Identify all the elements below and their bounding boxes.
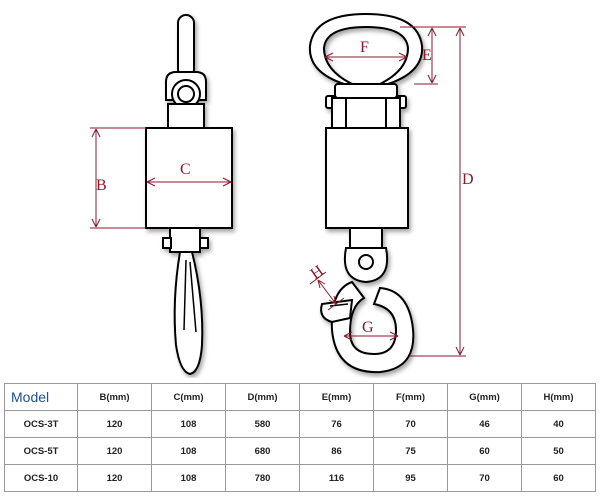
cell-d: 680 (225, 437, 300, 465)
cell-e: 116 (299, 464, 374, 492)
cell-f: 95 (373, 464, 448, 492)
cell-e: 86 (299, 437, 374, 465)
table-row: OCS-10 120 108 780 116 95 70 60 (4, 464, 596, 492)
label-e: E (422, 47, 432, 64)
cell-f: 70 (373, 410, 448, 438)
header-d: D(mm) (225, 383, 300, 411)
side-view (308, 12, 424, 374)
table-row: OCS-3T 120 108 580 76 70 46 40 (4, 410, 596, 438)
cell-g: 46 (447, 410, 522, 438)
dim-d (400, 26, 466, 357)
header-b: B(mm) (77, 383, 152, 411)
cell-model: OCS-5T (4, 437, 78, 465)
label-d: D (462, 171, 474, 188)
cell-g: 70 (447, 464, 522, 492)
header-h: H(mm) (521, 383, 596, 411)
front-lower-link (169, 227, 201, 253)
table-header-row: Model B(mm) C(mm) D(mm) E(mm) F(mm) G(mm… (4, 383, 596, 411)
cell-model: OCS-3T (4, 410, 78, 438)
cell-c: 108 (151, 437, 226, 465)
spec-table: Model B(mm) C(mm) D(mm) E(mm) F(mm) G(mm… (4, 383, 596, 492)
cell-g: 60 (447, 437, 522, 465)
label-c: C (180, 161, 191, 178)
label-f: F (360, 39, 369, 56)
label-h: H (308, 262, 328, 283)
cell-c: 108 (151, 410, 226, 438)
cell-d: 580 (225, 410, 300, 438)
dim-e (412, 26, 438, 85)
header-model: Model (4, 383, 78, 411)
dim-h (309, 271, 345, 311)
cell-d: 780 (225, 464, 300, 492)
cell-h: 40 (521, 410, 596, 438)
front-body (145, 127, 233, 229)
cell-b: 120 (77, 410, 152, 438)
header-e: E(mm) (299, 383, 374, 411)
front-top-tongue (177, 14, 195, 78)
dim-b (90, 127, 146, 229)
front-view (145, 14, 233, 376)
dim-f (324, 52, 408, 62)
side-body (325, 127, 409, 229)
header-c: C(mm) (151, 383, 226, 411)
cell-h: 60 (521, 464, 596, 492)
cell-c: 108 (151, 464, 226, 492)
side-shackle-collar (334, 83, 398, 99)
side-lower-link (349, 227, 383, 251)
cell-b: 120 (77, 437, 152, 465)
side-safety-latch (320, 298, 354, 324)
front-hook-edge (173, 251, 204, 376)
front-neck (167, 103, 205, 129)
dim-c (146, 177, 232, 187)
header-f: F(mm) (373, 383, 448, 411)
cell-model: OCS-10 (4, 464, 78, 492)
side-neck (331, 97, 401, 129)
crane-scale-drawing: B C D E F G H (90, 12, 474, 376)
cell-h: 50 (521, 437, 596, 465)
cell-e: 76 (299, 410, 374, 438)
cell-f: 75 (373, 437, 448, 465)
label-g: G (362, 319, 374, 336)
table-row: OCS-5T 120 108 680 86 75 60 50 (4, 437, 596, 465)
header-g: G(mm) (447, 383, 522, 411)
label-b: B (96, 177, 107, 194)
dim-g (343, 331, 399, 341)
cell-b: 120 (77, 464, 152, 492)
